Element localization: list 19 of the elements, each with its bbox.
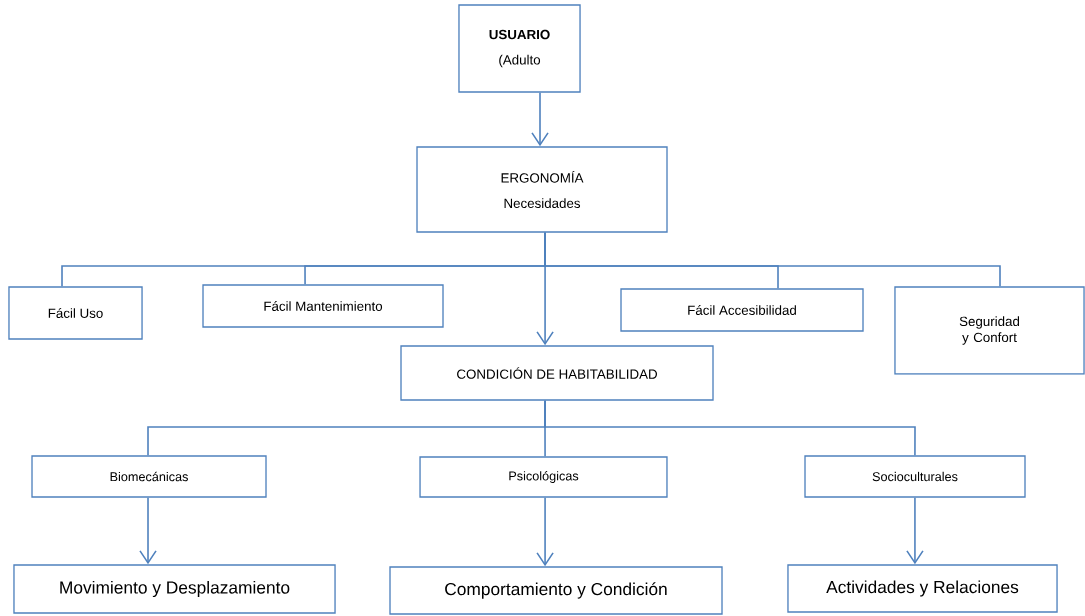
process-box: Movimiento y Desplazamiento (13, 564, 336, 614)
process-box: USUARIO (Adulto (458, 4, 581, 93)
process-box: ERGONOMÍA Necesidades (416, 146, 668, 233)
arrow (139, 496, 157, 565)
arrow (531, 91, 549, 147)
connector-line (544, 399, 916, 457)
process-box: Psicológicas (419, 456, 668, 498)
process-box: Comportamiento y Condición (389, 566, 723, 615)
process-box: CONDICIÓN DE HABITABILIDAD (400, 345, 714, 401)
process-box: Actividades y Relaciones (787, 564, 1058, 613)
arrow (536, 231, 554, 346)
process-box: Socioculturales (804, 455, 1026, 498)
process-box: Fácil Uso (8, 286, 143, 340)
arrow (906, 496, 924, 565)
process-box: Fácil Mantenimiento (202, 284, 444, 328)
process-box: Biomecánicas (31, 455, 267, 498)
process-box: Seguridad y Confort (894, 286, 1085, 375)
process-box: Fácil Accesibilidad (620, 288, 864, 332)
arrow (536, 496, 554, 567)
